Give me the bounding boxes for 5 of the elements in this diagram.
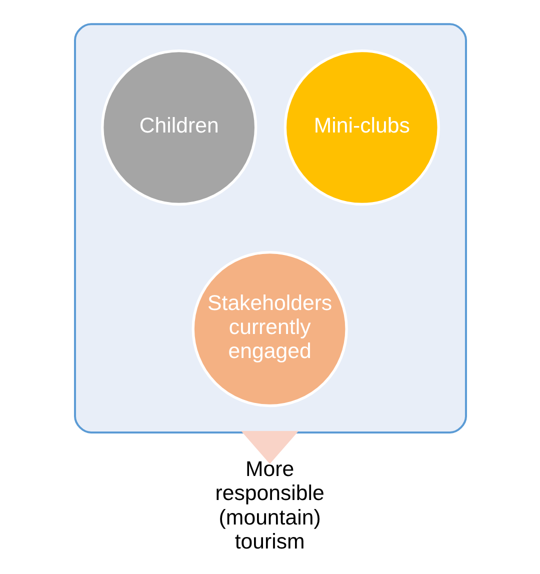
node-circle: Stakeholders currently engaged	[191, 250, 348, 408]
cluster	[74, 23, 466, 434]
node-circle: Mini-clubs	[283, 49, 440, 206]
node-text: More responsible (mountain) tourism	[214, 457, 324, 554]
node-circle: Children	[100, 49, 257, 206]
